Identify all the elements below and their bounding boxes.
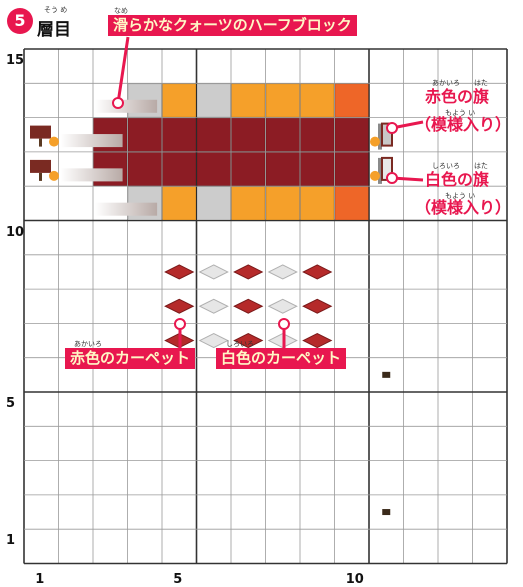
- block-orange: [231, 186, 266, 221]
- sign-icon: [30, 125, 59, 147]
- block-maroon: [127, 117, 162, 152]
- direction-arrow-icon: [370, 170, 380, 181]
- red-carpet-label: 赤色のカーペット: [65, 348, 196, 369]
- red-carpet: [302, 264, 333, 280]
- red-carpet-pointer-dot: [174, 318, 186, 330]
- direction-arrow-icon: [370, 136, 380, 147]
- slab-pointer-dot: [112, 97, 124, 109]
- white-flag-pointer-dot: [386, 172, 398, 184]
- block-maroon: [300, 152, 335, 186]
- slab-pointer: [116, 36, 130, 104]
- layer-ruby: そう め: [44, 6, 68, 14]
- sign-post: [39, 172, 42, 181]
- block-maroon: [231, 152, 266, 186]
- red-flag-ruby-2: もよう い: [445, 109, 476, 117]
- white-flag-ruby: しろいろ はた: [432, 162, 488, 170]
- y-axis-label: 15: [6, 53, 25, 68]
- block-orange: [300, 186, 335, 221]
- red-carpet: [233, 298, 264, 314]
- direction-arrow-icon: [49, 170, 59, 181]
- block-maroon: [265, 152, 300, 186]
- x-axis-label: 10: [345, 571, 364, 587]
- y-axis-label: 5: [6, 396, 16, 411]
- small-item: [382, 371, 391, 378]
- blocks-layer: [60, 83, 369, 221]
- sign-post: [39, 138, 42, 147]
- block-orange: [265, 186, 300, 221]
- block-deep_orange: [334, 186, 369, 221]
- white-carpet: [198, 298, 229, 314]
- red-flag-label-line2: （模様入り）: [415, 115, 512, 134]
- small-item: [382, 509, 391, 516]
- slab-block: [60, 134, 123, 148]
- block-orange: [162, 186, 197, 221]
- block-maroon: [162, 117, 197, 152]
- red-flag-ruby: あかいろ はた: [432, 79, 488, 87]
- white-flag-ruby-2: もよう い: [445, 192, 476, 200]
- layer-badge: 5: [7, 8, 33, 34]
- red-carpet: [302, 332, 333, 349]
- x-axis-label: 5: [173, 571, 183, 587]
- block-maroon: [334, 117, 369, 152]
- x-axis-label: 1: [35, 571, 45, 587]
- red-carpet: [302, 298, 333, 314]
- slab-label-ruby: なめ: [114, 7, 128, 15]
- white-carpet-ruby: しろいろ: [226, 340, 254, 348]
- white-flag-label: 白色の旗: [425, 170, 490, 189]
- slab-block: [95, 202, 158, 216]
- block-orange: [300, 83, 335, 118]
- flag-pole: [378, 157, 382, 184]
- red-carpet: [164, 264, 195, 280]
- sign-board: [30, 125, 51, 139]
- items-layer: [30, 122, 393, 516]
- block-orange: [231, 83, 266, 118]
- white-carpet: [267, 298, 298, 314]
- red-carpet: [233, 332, 264, 349]
- y-axis-label: 10: [6, 224, 25, 240]
- block-maroon: [300, 117, 335, 152]
- red-flag-label: 赤色の旗: [425, 87, 490, 106]
- layer-label: 層目: [37, 20, 71, 40]
- block-maroon: [265, 117, 300, 152]
- slab-block: [60, 168, 123, 182]
- red-carpet: [233, 264, 264, 280]
- block-maroon: [162, 152, 197, 186]
- block-maroon: [127, 152, 162, 186]
- red-carpet-ruby: あかいろ: [74, 340, 102, 348]
- block-gray: [196, 83, 231, 118]
- direction-arrow-icon: [49, 136, 59, 147]
- block-orange: [162, 83, 197, 118]
- red-flag-icon: [370, 122, 393, 150]
- red-carpet: [164, 298, 195, 314]
- y-axis-label: 1: [6, 533, 16, 549]
- white-carpet: [267, 264, 298, 280]
- block-gray: [196, 186, 231, 221]
- block-orange: [265, 83, 300, 118]
- white-carpet: [198, 332, 229, 349]
- sign-icon: [30, 159, 59, 181]
- flag-pole: [378, 123, 382, 150]
- block-maroon: [196, 152, 231, 186]
- block-maroon: [334, 152, 369, 186]
- red-flag-pointer-dot: [386, 122, 398, 134]
- block-deep_orange: [334, 83, 369, 118]
- white-carpet-label: 白色のカーペット: [216, 348, 347, 369]
- flag-cloth: [381, 122, 393, 147]
- white-flag-label-line2: （模様入り）: [415, 198, 512, 217]
- slab-block: [95, 99, 158, 113]
- white-carpet: [198, 264, 229, 280]
- block-maroon: [196, 117, 231, 152]
- slab-label: 滑らかなクォーツのハーフブロック: [108, 15, 357, 36]
- label-pointers: [112, 36, 424, 348]
- white-carpet-pointer-dot: [278, 318, 290, 330]
- block-maroon: [231, 117, 266, 152]
- sign-board: [30, 159, 51, 173]
